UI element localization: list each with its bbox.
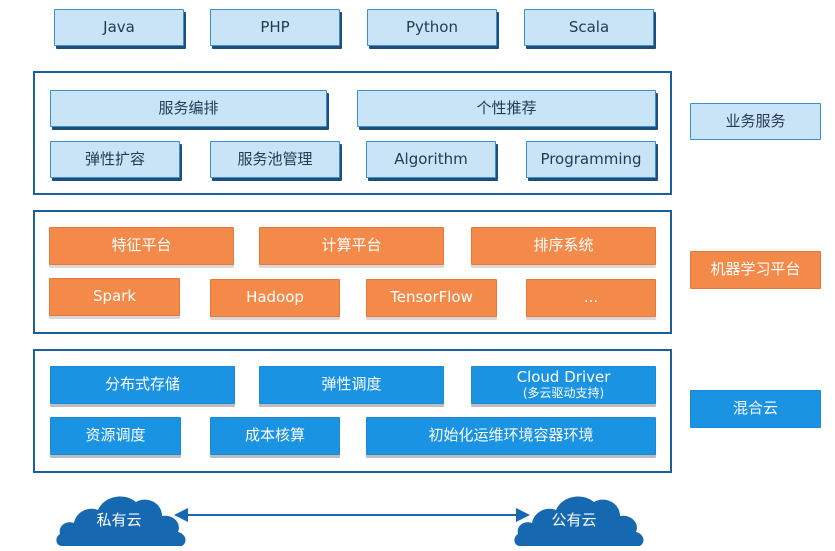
hadoop-box: Hadoop	[210, 279, 340, 317]
resource-scheduling: 资源调度	[50, 417, 181, 455]
public-cloud-label: 公有云	[551, 510, 597, 529]
lang-scala: Scala	[524, 9, 654, 46]
algorithm-box: Algorithm	[366, 141, 496, 178]
lang-python: Python	[367, 9, 497, 46]
cloud-driver-title: Cloud Driver	[516, 367, 611, 386]
elastic-scheduling: 弹性调度	[259, 366, 444, 404]
ml-layer-frame	[33, 210, 672, 334]
public-cloud-icon	[514, 496, 644, 546]
spark-box: Spark	[49, 278, 180, 316]
hybrid-cloud-label: 混合云	[690, 390, 821, 428]
more-box: ...	[526, 279, 656, 317]
cloud-driver-box: Cloud Driver (多云驱动支持)	[471, 366, 656, 404]
business-layer-frame	[33, 71, 672, 195]
service-pool-management: 服务池管理	[210, 141, 340, 178]
distributed-storage: 分布式存储	[50, 366, 235, 404]
private-cloud-label: 私有云	[96, 510, 142, 529]
personalized-recommendation: 个性推荐	[357, 90, 656, 127]
lang-java: Java	[54, 9, 184, 46]
business-service-label: 业务服务	[690, 103, 821, 140]
ml-platform-label: 机器学习平台	[690, 251, 821, 289]
private-cloud-icon	[56, 496, 186, 546]
lang-php: PHP	[210, 9, 340, 46]
bidirectional-arrow	[174, 508, 530, 522]
init-ops-container-env: 初始化运维环境容器环境	[366, 417, 656, 455]
programming-box: Programming	[526, 141, 656, 178]
hybrid-cloud-layer-frame	[33, 349, 672, 473]
ranking-system: 排序系统	[471, 227, 656, 265]
cloud-driver-subtitle: (多云驱动支持)	[522, 386, 605, 401]
cost-accounting: 成本核算	[210, 417, 340, 455]
tensorflow-box: TensorFlow	[366, 279, 497, 317]
feature-platform: 特征平台	[49, 227, 234, 265]
compute-platform: 计算平台	[259, 227, 444, 265]
elastic-scaling: 弹性扩容	[50, 141, 180, 178]
service-orchestration: 服务编排	[50, 90, 327, 127]
